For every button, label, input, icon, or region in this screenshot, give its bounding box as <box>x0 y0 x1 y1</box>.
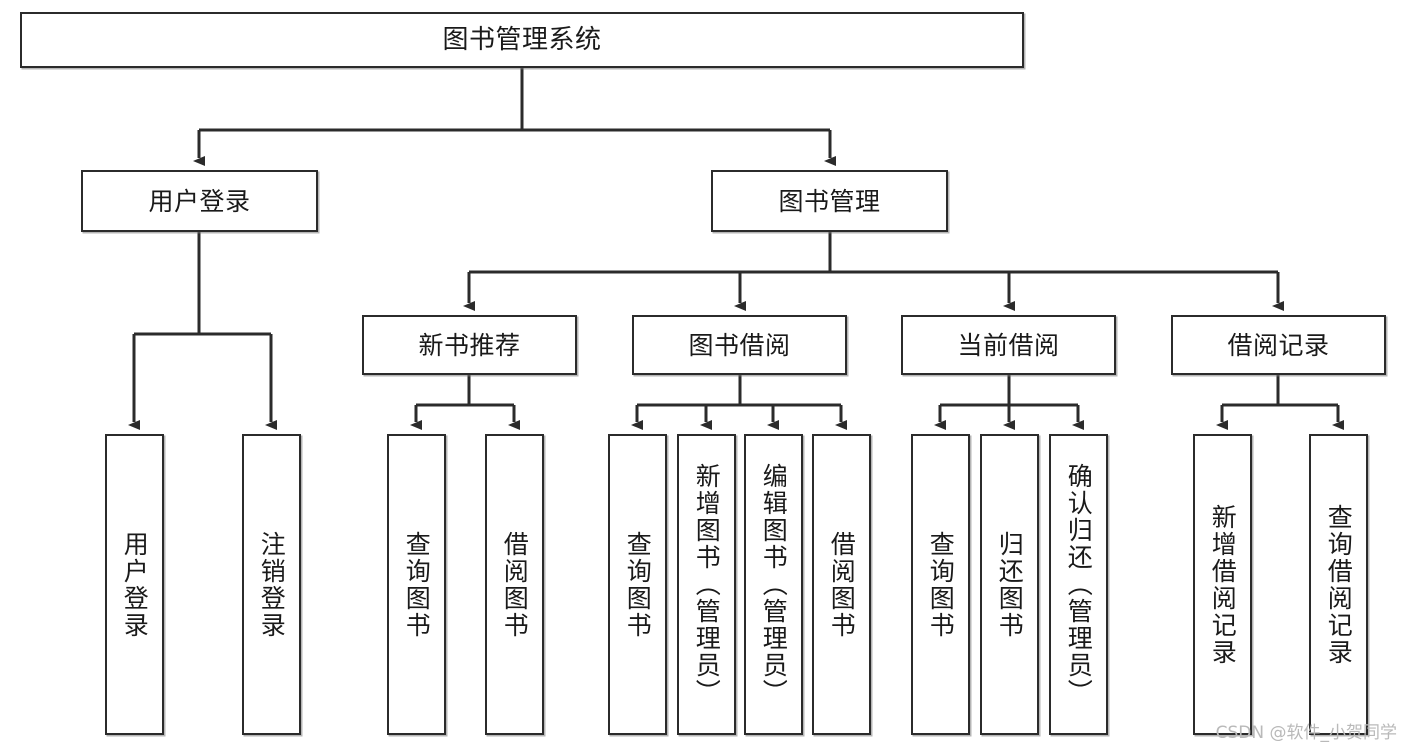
node-label: 查询图书 <box>402 530 432 639</box>
leaf-query-book-recommend[interactable]: 查询图书 <box>387 434 446 735</box>
watermark-text: CSDN @软件_小贺同学 <box>1215 723 1397 743</box>
node-label: 注销登录 <box>257 530 287 639</box>
node-current-borrow[interactable]: 当前借阅 <box>901 315 1116 375</box>
leaf-borrow-book-recommend[interactable]: 借阅图书 <box>485 434 544 735</box>
leaf-add-borrow-record[interactable]: 新增借阅记录 <box>1193 434 1252 735</box>
node-label: 用户登录 <box>148 186 251 216</box>
node-label: 编辑图书（管理员） <box>759 463 789 706</box>
leaf-borrow-book[interactable]: 借阅图书 <box>812 434 871 735</box>
node-new-book-recommend[interactable]: 新书推荐 <box>362 315 577 375</box>
node-label: 当前借阅 <box>957 330 1060 360</box>
node-label: 借阅图书 <box>500 530 530 639</box>
node-book-management[interactable]: 图书管理 <box>711 170 948 232</box>
leaf-query-book-borrow[interactable]: 查询图书 <box>608 434 667 735</box>
node-label: 借阅记录 <box>1227 330 1330 360</box>
leaf-confirm-return-admin[interactable]: 确认归还（管理员） <box>1049 434 1108 735</box>
node-label: 查询图书 <box>623 530 653 639</box>
node-label: 确认归还（管理员） <box>1064 463 1094 706</box>
node-label: 归还图书 <box>995 530 1025 639</box>
node-user-login[interactable]: 用户登录 <box>81 170 318 232</box>
leaf-return-book[interactable]: 归还图书 <box>980 434 1039 735</box>
node-book-borrow[interactable]: 图书借阅 <box>632 315 847 375</box>
node-borrow-record[interactable]: 借阅记录 <box>1171 315 1386 375</box>
leaf-add-book-admin[interactable]: 新增图书（管理员） <box>677 434 736 735</box>
node-label: 用户登录 <box>120 530 150 639</box>
node-label: 查询图书 <box>926 530 956 639</box>
node-label: 新书推荐 <box>418 330 521 360</box>
node-label: 新增图书（管理员） <box>692 463 722 706</box>
leaf-edit-book-admin[interactable]: 编辑图书（管理员） <box>744 434 803 735</box>
node-label: 新增借阅记录 <box>1208 503 1238 666</box>
node-root-system[interactable]: 图书管理系统 <box>20 12 1024 68</box>
leaf-user-login[interactable]: 用户登录 <box>105 434 164 735</box>
node-label: 查询借阅记录 <box>1324 503 1354 666</box>
node-label: 图书管理 <box>778 186 881 216</box>
leaf-query-book-current[interactable]: 查询图书 <box>911 434 970 735</box>
node-label: 借阅图书 <box>827 530 857 639</box>
leaf-query-borrow-record[interactable]: 查询借阅记录 <box>1309 434 1368 735</box>
node-label: 图书管理系统 <box>442 25 602 55</box>
leaf-logout[interactable]: 注销登录 <box>242 434 301 735</box>
node-label: 图书借阅 <box>688 330 791 360</box>
